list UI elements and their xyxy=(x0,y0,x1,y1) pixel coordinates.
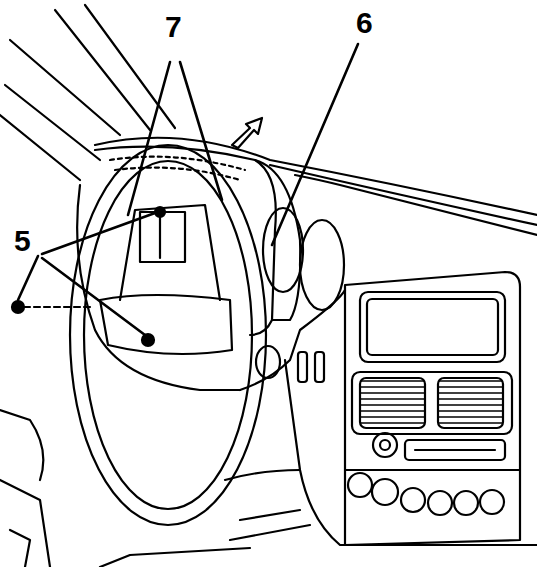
center-console xyxy=(345,272,520,545)
direction-arrow xyxy=(232,118,262,148)
windshield-lines xyxy=(0,5,175,180)
small-vents xyxy=(256,346,324,382)
callout-number: 6 xyxy=(354,8,375,38)
callout-number: 5 xyxy=(12,226,33,256)
leader-line xyxy=(18,44,358,335)
callout-number: 7 xyxy=(163,12,184,42)
dashboard-outline xyxy=(0,138,537,567)
screw xyxy=(12,207,165,346)
steering-wheel xyxy=(70,145,266,525)
